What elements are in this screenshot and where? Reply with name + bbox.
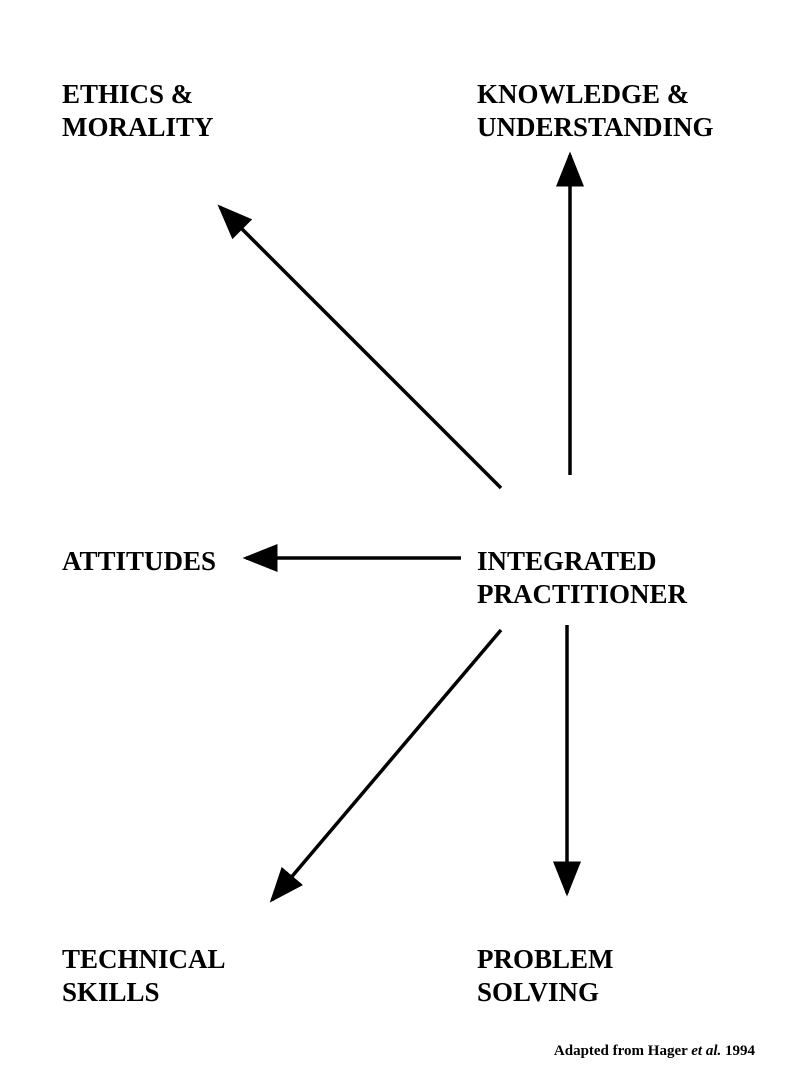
node-ethics-morality: ETHICS & MORALITY <box>62 78 214 144</box>
node-center-line1: INTEGRATED <box>477 546 657 576</box>
node-attitudes-line1: ATTITUDES <box>62 546 217 576</box>
node-technical-skills: TECHNICAL SKILLS <box>62 943 226 1009</box>
node-knowledge-understanding: KNOWLEDGE & UNDERSTANDING <box>477 78 714 144</box>
arrow-to-technical-skills <box>269 628 503 903</box>
arrow-to-ethics <box>217 204 503 490</box>
node-integrated-practitioner: INTEGRATED PRACTITIONER <box>477 545 687 611</box>
caption-italic: et al. <box>691 1043 722 1059</box>
caption-suffix: 1994 <box>721 1043 755 1059</box>
node-attitudes: ATTITUDES <box>62 545 216 578</box>
source-caption: Adapted from Hager et al. 1994 <box>554 1043 755 1060</box>
node-problem-solving: PROBLEM SOLVING <box>477 943 614 1009</box>
caption-prefix: Adapted from Hager <box>553 1043 692 1059</box>
node-problem-line2: SOLVING <box>477 977 600 1007</box>
node-ethics-line1: ETHICS & <box>62 79 194 109</box>
node-technical-line1: TECHNICAL <box>62 944 226 974</box>
node-knowledge-line2: UNDERSTANDING <box>477 112 714 142</box>
node-knowledge-line1: KNOWLEDGE & <box>477 79 690 109</box>
node-center-line2: PRACTITIONER <box>477 579 688 609</box>
node-technical-line2: SKILLS <box>62 977 160 1007</box>
node-ethics-line2: MORALITY <box>62 112 214 142</box>
node-problem-line1: PROBLEM <box>477 944 614 974</box>
